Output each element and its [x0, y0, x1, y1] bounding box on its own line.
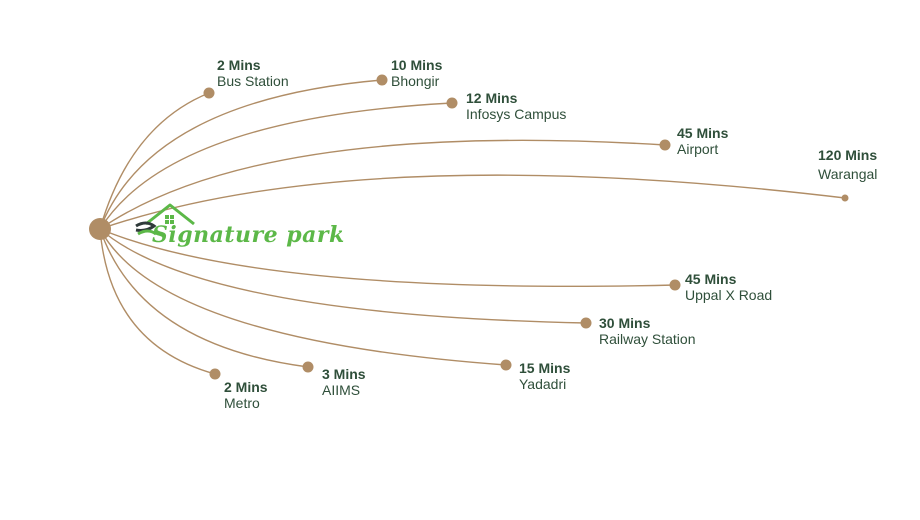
- place: Metro: [224, 394, 260, 411]
- time: 30 Mins: [599, 315, 651, 331]
- label-metro: 2 Mins Metro: [224, 379, 268, 411]
- label-warangal: 120 Mins Warangal: [818, 147, 878, 182]
- place: Bus Station: [217, 72, 289, 89]
- curve-aiims: [99, 228, 309, 368]
- house-roof-icon: [135, 203, 195, 236]
- connection-curves: [99, 79, 846, 375]
- curve-uppal-x-road: [99, 228, 676, 288]
- curve-bhongir: [99, 79, 383, 230]
- dot-railway-station: [580, 317, 592, 329]
- destination-dots: [203, 74, 849, 380]
- place: Yadadri: [519, 375, 567, 392]
- place: Warangal: [818, 165, 878, 182]
- dot-metro: [209, 368, 221, 380]
- label-uppal-x-road: 45 Mins Uppal X Road: [685, 271, 773, 303]
- label-yadadri: 15 Mins Yadadri: [519, 360, 571, 392]
- time: 45 Mins: [685, 271, 737, 287]
- curve-warangal: [99, 174, 846, 230]
- dot-infosys-campus: [446, 97, 458, 109]
- place: Airport: [677, 140, 719, 157]
- curve-airport: [99, 139, 666, 230]
- dot-warangal: [841, 194, 849, 202]
- label-airport: 45 Mins Airport: [677, 125, 729, 157]
- dot-aiims: [302, 361, 314, 373]
- curve-bus-station: [99, 92, 210, 230]
- time: 12 Mins: [466, 90, 518, 106]
- dot-uppal-x-road: [669, 279, 681, 291]
- signature-park-logo: Signature park: [132, 202, 344, 256]
- label-railway-station: 30 Mins Railway Station: [599, 315, 696, 347]
- label-aiims: 3 Mins AIIMS: [322, 366, 366, 398]
- time: 10 Mins: [391, 57, 443, 73]
- hub-dot: [89, 218, 111, 240]
- curve-yadadri: [99, 228, 507, 366]
- place: AIIMS: [322, 381, 361, 398]
- place: Bhongir: [391, 72, 440, 89]
- dot-airport: [659, 139, 671, 151]
- time: 120 Mins: [818, 147, 878, 163]
- place: Railway Station: [599, 330, 696, 347]
- time: 3 Mins: [322, 366, 366, 382]
- dot-bus-station: [203, 87, 215, 99]
- place: Infosys Campus: [466, 105, 567, 122]
- time: 2 Mins: [224, 379, 268, 395]
- label-infosys-campus: 12 Mins Infosys Campus: [466, 90, 567, 122]
- place: Uppal X Road: [685, 286, 773, 303]
- logo-text: Signature park: [152, 222, 345, 248]
- label-bhongir: 10 Mins Bhongir: [391, 57, 443, 89]
- curve-metro: [99, 228, 216, 375]
- dot-bhongir: [376, 74, 388, 86]
- curve-infosys-campus: [99, 102, 453, 230]
- time: 45 Mins: [677, 125, 729, 141]
- dot-yadadri: [500, 359, 512, 371]
- curve-railway-station: [99, 228, 587, 324]
- label-bus-station: 2 Mins Bus Station: [217, 57, 289, 89]
- time: 15 Mins: [519, 360, 571, 376]
- time: 2 Mins: [217, 57, 261, 73]
